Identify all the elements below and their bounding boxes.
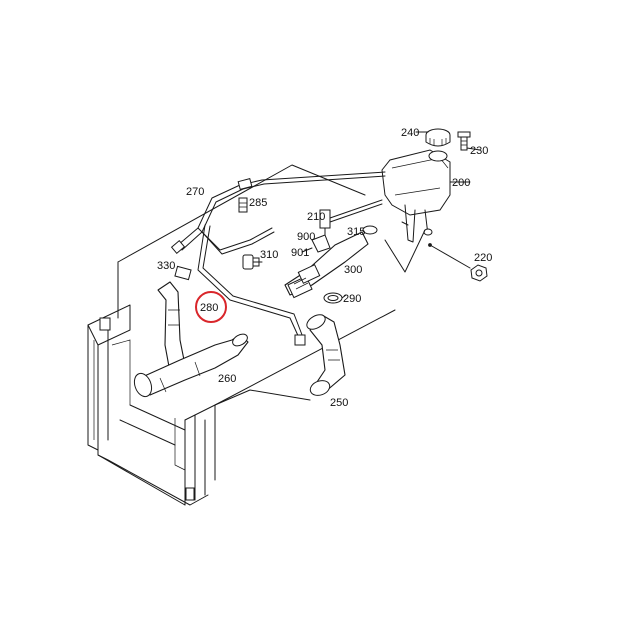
hose-250: [306, 314, 346, 396]
label-250: 250: [330, 397, 348, 409]
label-260: 260: [218, 373, 236, 385]
label-900: 900: [297, 231, 315, 243]
leader-230: [466, 147, 481, 151]
label-220: 220: [474, 252, 492, 264]
label-901: 901: [291, 247, 309, 259]
tank-support: [384, 229, 426, 273]
frame-line-lower: [214, 309, 396, 406]
label-230: 230: [470, 145, 488, 157]
label-290: 290: [343, 293, 361, 305]
hose-330: [157, 265, 192, 373]
hose-300: [284, 231, 369, 299]
label-285: 285: [249, 197, 267, 209]
bleed-screw: [457, 131, 471, 151]
label-270: 270: [186, 186, 204, 198]
expansion-tank: [381, 149, 451, 243]
label-330: 330: [157, 260, 175, 272]
label-200: 200: [452, 177, 470, 189]
hose-285: [197, 197, 275, 255]
clamp-290: [323, 292, 347, 304]
label-310: 310: [260, 249, 278, 261]
leader-220: [429, 244, 471, 269]
frame-line-upper: [117, 164, 366, 263]
hose-270: [170, 171, 386, 254]
hose-260: [133, 333, 249, 398]
label-240: 240: [401, 127, 419, 139]
fitting-900: [301, 234, 331, 253]
nut: [470, 264, 488, 282]
label-280: 280: [200, 302, 218, 314]
frame-line-mid: [214, 389, 311, 406]
filler-cap: [425, 128, 451, 147]
label-300: 300: [344, 264, 362, 276]
label-210: 210: [307, 211, 325, 223]
sensor-210: [319, 199, 383, 236]
radiator: [87, 304, 216, 506]
hose-280: [197, 224, 306, 346]
highlight-circle-280: [195, 291, 227, 323]
clips-310: [242, 254, 263, 270]
label-315: 315: [347, 226, 365, 238]
